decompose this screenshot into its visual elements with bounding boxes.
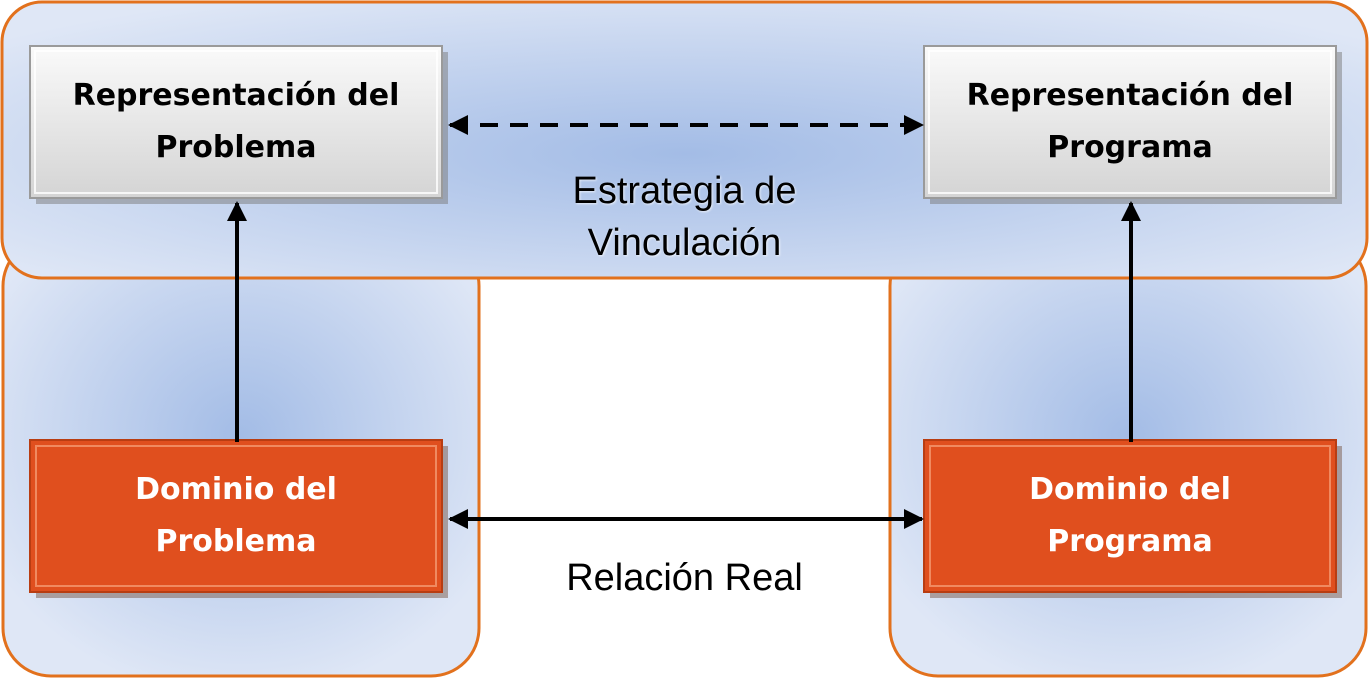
box-dom-programa [923,439,1342,598]
box-rep-problema [29,45,448,204]
label-rep-programa: Representación del Programa [966,78,1294,165]
label-rep-problema: Representación del Problema [72,78,400,165]
label-dom-problema: Dominio del Problema [135,472,337,559]
label-dom-programa: Dominio del Programa [1029,472,1231,559]
caption-relacion-real: Relación Real [566,557,803,599]
caption-estrategia: Estrategia de Vinculación [572,170,797,264]
box-dom-problema [29,439,448,598]
box-rep-programa [923,45,1342,204]
